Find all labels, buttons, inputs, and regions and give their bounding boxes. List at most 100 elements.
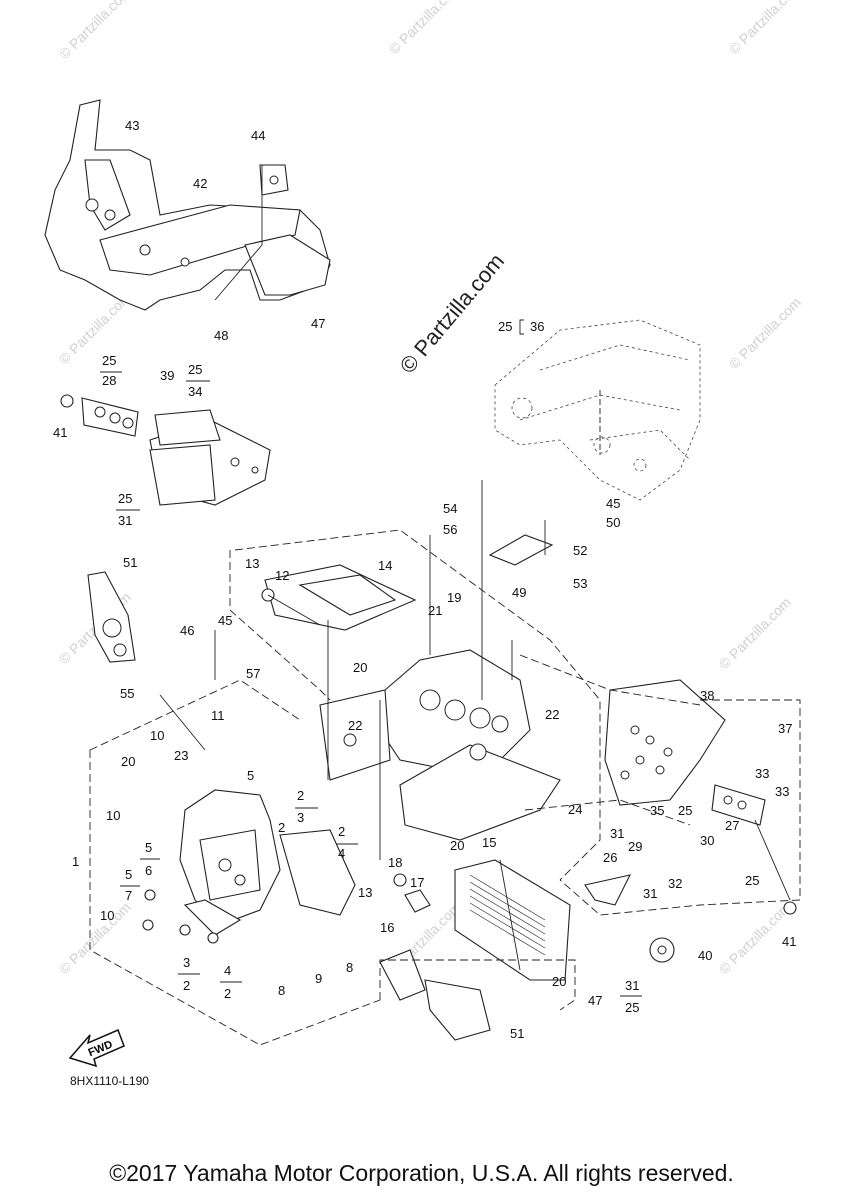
callout-22: 22 [348, 718, 362, 733]
callout-14: 14 [378, 558, 392, 573]
rear-frame-ghost [494, 319, 701, 501]
callout-7: 7 [125, 888, 132, 903]
callout-33: 33 [775, 784, 789, 799]
callout-41: 41 [53, 425, 67, 440]
upper-frame-part [44, 99, 331, 311]
callout-8: 8 [278, 983, 285, 998]
callout-13: 13 [245, 556, 259, 571]
watermark: © Partzilla.com [56, 899, 134, 977]
callout-45: 45 [218, 613, 232, 628]
callout-25: 25 [745, 873, 759, 888]
callout-31: 31 [118, 513, 132, 528]
callout-8: 8 [346, 960, 353, 975]
callout-3: 3 [297, 810, 304, 825]
callout-47: 47 [311, 316, 325, 331]
bracket-29 [584, 874, 632, 906]
callout-23: 23 [174, 748, 188, 763]
callout-3: 3 [183, 955, 190, 970]
plate-52 [488, 534, 554, 566]
callout-2: 2 [297, 788, 304, 803]
fwd-arrow: FWD [68, 1028, 125, 1068]
watermark: © Partzilla.com [56, 0, 134, 62]
drawing-code: 8HX1110-L190 [70, 1074, 149, 1088]
callout-13: 13 [358, 885, 372, 900]
callout-46: 46 [180, 623, 194, 638]
callout-31: 31 [643, 886, 657, 901]
callout-34: 34 [188, 384, 202, 399]
callout-27: 27 [725, 818, 739, 833]
copyright-notice: ©2017 Yamaha Motor Corporation, U.S.A. A… [109, 1160, 734, 1186]
hub-40 [649, 937, 675, 963]
mount-51 [379, 949, 491, 1041]
callout-10: 10 [100, 908, 114, 923]
callout-labels: 43 42 44 48 47 25 28 41 39 25 34 25 31 2… [53, 118, 796, 1041]
callout-31: 31 [625, 978, 639, 993]
watermark: © Partzilla.com [726, 0, 804, 57]
callout-9: 9 [315, 971, 322, 986]
callout-5: 5 [145, 840, 152, 855]
callout-21: 21 [428, 603, 442, 618]
callout-48: 48 [214, 328, 228, 343]
callout-53: 53 [573, 576, 587, 591]
callout-32: 32 [668, 876, 682, 891]
left-frame-1 [142, 789, 356, 944]
callout-40: 40 [698, 948, 712, 963]
callout-2: 2 [278, 820, 285, 835]
callout-2: 2 [338, 824, 345, 839]
callout-51: 51 [123, 555, 137, 570]
callout-25: 25 [625, 1000, 639, 1015]
callout-24: 24 [568, 802, 582, 817]
callout-44: 44 [251, 128, 265, 143]
callout-20: 20 [450, 838, 464, 853]
callout-50: 50 [606, 515, 620, 530]
callout-57: 57 [246, 666, 260, 681]
watermark: © Partzilla.com [716, 594, 794, 672]
tray-14 [261, 564, 417, 631]
callout-54: 54 [443, 501, 457, 516]
callout-12: 12 [275, 568, 289, 583]
callout-30: 30 [700, 833, 714, 848]
callout-37: 37 [778, 721, 792, 736]
callout-25: 25 [118, 491, 132, 506]
callout-10: 10 [106, 808, 120, 823]
callout-25: 25 [678, 803, 692, 818]
callout-4: 4 [338, 846, 345, 861]
callout-25: 25 [188, 362, 202, 377]
callout-26: 26 [603, 850, 617, 865]
center-crossmember [319, 649, 561, 841]
callout-25: 25 [498, 319, 512, 334]
callout-5: 5 [125, 867, 132, 882]
callout-18: 18 [388, 855, 402, 870]
callout-2: 2 [224, 986, 231, 1001]
watermark: © Partzilla.com [726, 294, 804, 372]
callout-56: 56 [443, 522, 457, 537]
cover-38 [604, 679, 726, 806]
callout-28: 28 [102, 373, 116, 388]
callout-15: 15 [482, 835, 496, 850]
callout-43: 43 [125, 118, 139, 133]
callout-10: 10 [150, 728, 164, 743]
callout-25: 25 [102, 353, 116, 368]
bracket-27 [711, 784, 797, 915]
callout-2: 2 [183, 978, 190, 993]
callout-45: 45 [606, 496, 620, 511]
callout-6: 6 [145, 863, 152, 878]
callout-5: 5 [247, 768, 254, 783]
heat-exchanger-15 [393, 859, 571, 981]
callout-47: 47 [588, 993, 602, 1008]
callout-1: 1 [72, 854, 79, 869]
callout-41: 41 [782, 934, 796, 949]
callout-51: 51 [510, 1026, 524, 1041]
callout-52: 52 [573, 543, 587, 558]
callout-35: 35 [650, 803, 664, 818]
callout-19: 19 [447, 590, 461, 605]
callout-42: 42 [193, 176, 207, 191]
callout-4: 4 [224, 963, 231, 978]
callout-20: 20 [552, 974, 566, 989]
callout-33: 33 [755, 766, 769, 781]
watermark: © Partzilla.com [386, 0, 464, 57]
center-watermark: © Partzilla.com [395, 249, 509, 379]
callout-22: 22 [545, 707, 559, 722]
callout-49: 49 [512, 585, 526, 600]
